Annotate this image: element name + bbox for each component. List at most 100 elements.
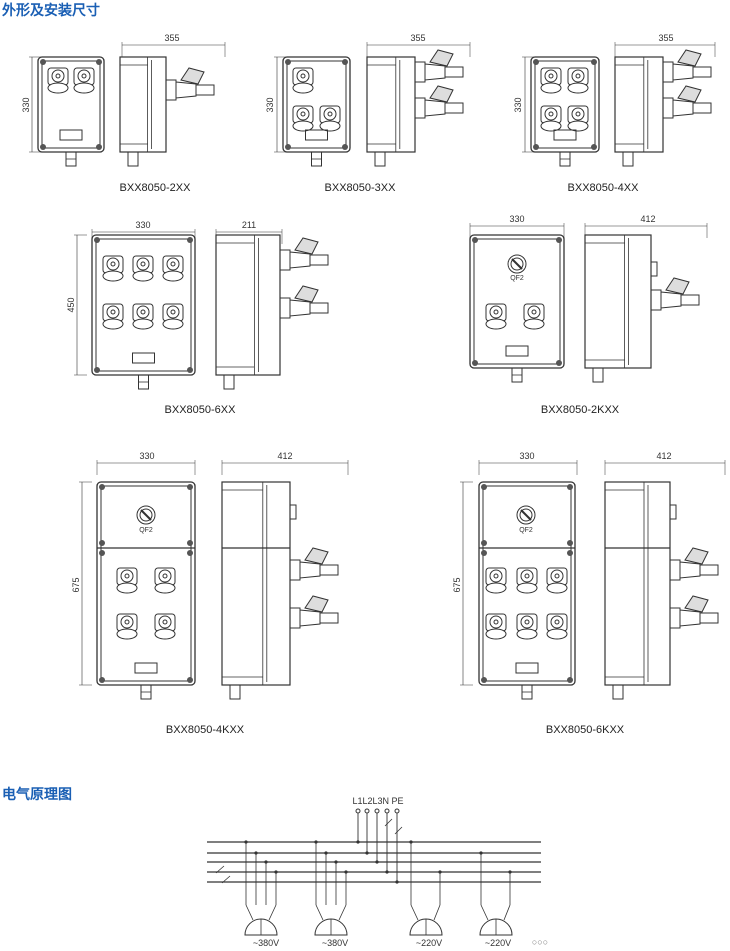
depth-dim: 355 — [658, 33, 674, 43]
enclosure-front-view — [282, 56, 351, 167]
socket-icon — [485, 613, 507, 640]
dimension-line — [522, 56, 535, 153]
plug-connector-icon — [279, 285, 329, 319]
enclosure-side-view — [584, 234, 700, 383]
socket-icon — [546, 567, 568, 594]
plug-connector-icon — [289, 595, 339, 629]
socket-icon — [319, 105, 341, 132]
socket-icon — [102, 255, 124, 282]
socket-icon — [162, 303, 184, 330]
socket-icon — [567, 105, 589, 132]
enclosure-front-view — [478, 481, 576, 700]
model-label: BXX8050-2KXX — [540, 404, 620, 416]
socket-icon — [516, 613, 538, 640]
dimension-line — [221, 460, 349, 475]
depth-dim: 412 — [277, 451, 293, 461]
dimension-line — [74, 234, 87, 376]
socket-icon — [516, 567, 538, 594]
socket-icon — [154, 613, 176, 640]
enclosure-front-view — [37, 56, 105, 167]
switch-label: QF2 — [519, 527, 533, 534]
socket-icon — [132, 303, 154, 330]
plug-connector-icon — [669, 595, 719, 629]
wiring-schematic — [207, 808, 541, 936]
enclosure-side-view — [119, 56, 215, 167]
socket-icon — [485, 303, 507, 330]
socket-icon — [162, 255, 184, 282]
model-label: BXX8050-4XX — [567, 182, 639, 194]
dimension-line — [460, 481, 473, 686]
height-dim: 675 — [452, 577, 462, 593]
enclosure-front-view — [91, 234, 196, 390]
height-dim: 675 — [71, 577, 81, 593]
socket-icon — [102, 303, 124, 330]
dimension-line — [478, 460, 578, 475]
dimension-line — [91, 229, 196, 244]
socket-icon — [116, 567, 138, 594]
load-voltage: ~220V — [415, 938, 443, 948]
dimension-line — [614, 42, 716, 57]
width-dim: 330 — [509, 214, 525, 224]
dimension-line — [29, 56, 42, 153]
load-voltage: ~380V — [252, 938, 280, 948]
load-voltage: ~380V — [321, 938, 349, 948]
dimension-line — [79, 481, 92, 686]
plug-connector-icon — [669, 547, 719, 581]
plug-connector-icon — [279, 237, 329, 271]
width-dim: 330 — [135, 220, 151, 230]
socket-icon — [132, 255, 154, 282]
circuit-breaker-switch-icon — [516, 505, 536, 525]
enclosure-front-view — [530, 56, 600, 167]
enclosure-side-view — [614, 49, 712, 167]
enclosure-side-view — [215, 234, 329, 390]
socket-icon — [567, 67, 589, 94]
enclosure-front-view — [96, 481, 196, 700]
socket-icon — [485, 567, 507, 594]
plug-connector-icon — [650, 277, 700, 311]
plug-connector-icon — [662, 85, 712, 119]
plug-connector-icon — [414, 49, 464, 83]
dimension-line — [96, 460, 196, 475]
switch-label: QF2 — [139, 527, 153, 534]
socket-icon — [47, 67, 69, 94]
model-label: BXX8050-3XX — [324, 182, 396, 194]
dimension-line — [366, 42, 471, 57]
enclosure-front-view — [469, 234, 565, 383]
height-dim: 450 — [66, 297, 76, 313]
socket-icon — [154, 567, 176, 594]
depth-dim: 211 — [241, 220, 257, 230]
plug-connector-icon — [662, 49, 712, 83]
socket-icon — [73, 67, 95, 94]
depth-dim: 412 — [640, 214, 656, 224]
model-label: BXX8050-4KXX — [165, 724, 245, 736]
height-dim: 330 — [513, 97, 523, 113]
dimensions-heading: 外形及安装尺寸 — [2, 3, 100, 19]
height-dim: 330 — [265, 97, 275, 113]
switch-label: QF2 — [510, 275, 524, 282]
dimension-line — [604, 460, 726, 475]
load-voltage: ~220V — [484, 938, 512, 948]
plug-connector-icon — [289, 547, 339, 581]
socket-icon — [540, 105, 562, 132]
plug-connector-icon — [414, 85, 464, 119]
dimension-line — [274, 56, 287, 153]
dimension-line — [215, 229, 283, 244]
width-dim: 330 — [519, 451, 535, 461]
socket-icon — [523, 303, 545, 330]
plug-connector-icon — [165, 67, 215, 101]
dimension-line — [469, 223, 565, 238]
model-label: BXX8050-2XX — [119, 182, 191, 194]
socket-icon — [116, 613, 138, 640]
terminal-labels: L1L2L3N PE — [352, 796, 404, 806]
width-dim: 330 — [139, 451, 155, 461]
more-loads: ○○○ — [531, 937, 549, 947]
dimension-line — [584, 223, 708, 238]
depth-dim: 412 — [656, 451, 672, 461]
socket-icon — [540, 67, 562, 94]
enclosure-side-view — [366, 49, 464, 167]
circuit-breaker-switch-icon — [136, 505, 156, 525]
depth-dim: 355 — [410, 33, 426, 43]
socket-icon — [292, 105, 314, 132]
